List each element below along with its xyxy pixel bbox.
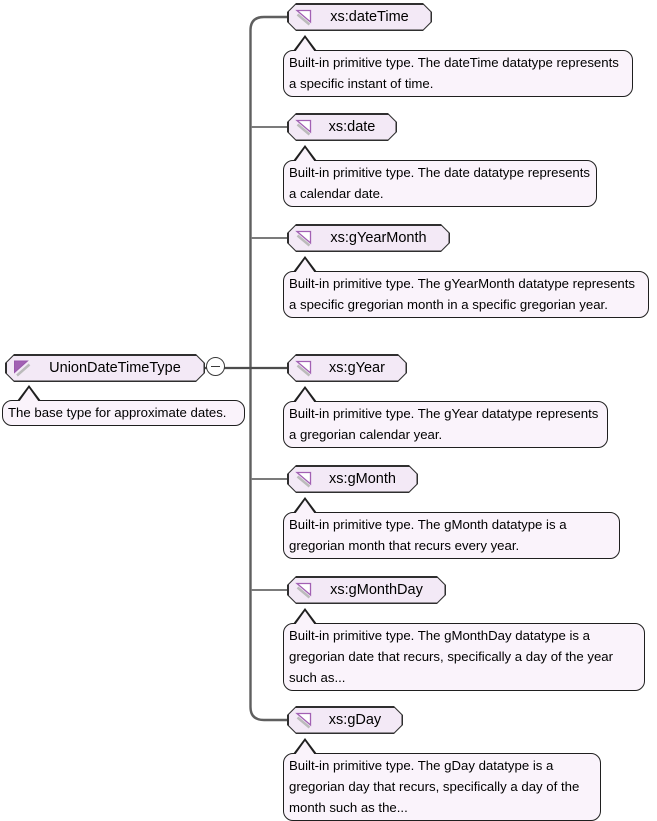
description-callout: Built-in primitive type. The gDay dataty… bbox=[283, 738, 601, 821]
root-description-callout: The base type for approximate dates. bbox=[2, 385, 245, 426]
simple-type-outline-icon bbox=[295, 119, 313, 136]
description-callout: Built-in primitive type. The gMonth data… bbox=[283, 497, 620, 559]
simple-type-outline-icon bbox=[295, 360, 313, 377]
simple-type-outline-icon bbox=[295, 9, 313, 26]
simple-type-outline-icon bbox=[295, 582, 313, 599]
node-xs-gyearmonth[interactable]: xs:gYearMonth bbox=[287, 224, 450, 252]
node-xs-gday[interactable]: xs:gDay bbox=[287, 706, 403, 734]
node-label: xs:dateTime bbox=[330, 8, 409, 25]
node-xs-date[interactable]: xs:date bbox=[287, 113, 397, 141]
description-callout: Built-in primitive type. The dateTime da… bbox=[283, 35, 633, 97]
description-text: Built-in primitive type. The gDay dataty… bbox=[289, 758, 580, 815]
description-text: Built-in primitive type. The gMonthDay d… bbox=[289, 628, 614, 685]
node-xs-gmonth[interactable]: xs:gMonth bbox=[287, 465, 418, 493]
simple-type-outline-icon bbox=[295, 712, 313, 729]
description-text: Built-in primitive type. The dateTime da… bbox=[289, 55, 619, 91]
description-callout: Built-in primitive type. The date dataty… bbox=[283, 145, 597, 207]
node-xs-gmonthday[interactable]: xs:gMonthDay bbox=[287, 576, 446, 604]
node-label: xs:gDay bbox=[328, 711, 382, 728]
simple-type-outline-icon bbox=[295, 230, 313, 247]
node-label: xs:gMonth bbox=[329, 470, 396, 487]
simple-type-filled-icon bbox=[13, 360, 31, 377]
simple-type-outline-icon bbox=[295, 471, 313, 488]
node-label: xs:gYearMonth bbox=[330, 229, 427, 246]
description-text: Built-in primitive type. The gMonth data… bbox=[289, 517, 567, 553]
trunk-line bbox=[249, 15, 287, 722]
node-label: UnionDateTimeType bbox=[49, 359, 181, 376]
description-text: Built-in primitive type. The date dataty… bbox=[289, 165, 591, 201]
node-label: xs:date bbox=[328, 118, 376, 135]
node-label: xs:gYear bbox=[329, 359, 385, 376]
description-callout: Built-in primitive type. The gMonthDay d… bbox=[283, 608, 645, 691]
node-xs-datetime[interactable]: xs:dateTime bbox=[287, 3, 432, 31]
minus-icon bbox=[211, 365, 220, 368]
description-text: Built-in primitive type. The gYear datat… bbox=[289, 406, 599, 442]
collapse-button[interactable] bbox=[206, 357, 225, 376]
node-xs-gyear[interactable]: xs:gYear bbox=[287, 354, 407, 382]
root-description-text: The base type for approximate dates. bbox=[8, 405, 227, 420]
description-text: Built-in primitive type. The gYearMonth … bbox=[289, 276, 635, 312]
description-callout: Built-in primitive type. The gYear datat… bbox=[283, 386, 608, 448]
node-label: xs:gMonthDay bbox=[330, 581, 423, 598]
node-uniondatetimetype[interactable]: UnionDateTimeType bbox=[5, 354, 205, 382]
description-callout: Built-in primitive type. The gYearMonth … bbox=[283, 256, 649, 318]
